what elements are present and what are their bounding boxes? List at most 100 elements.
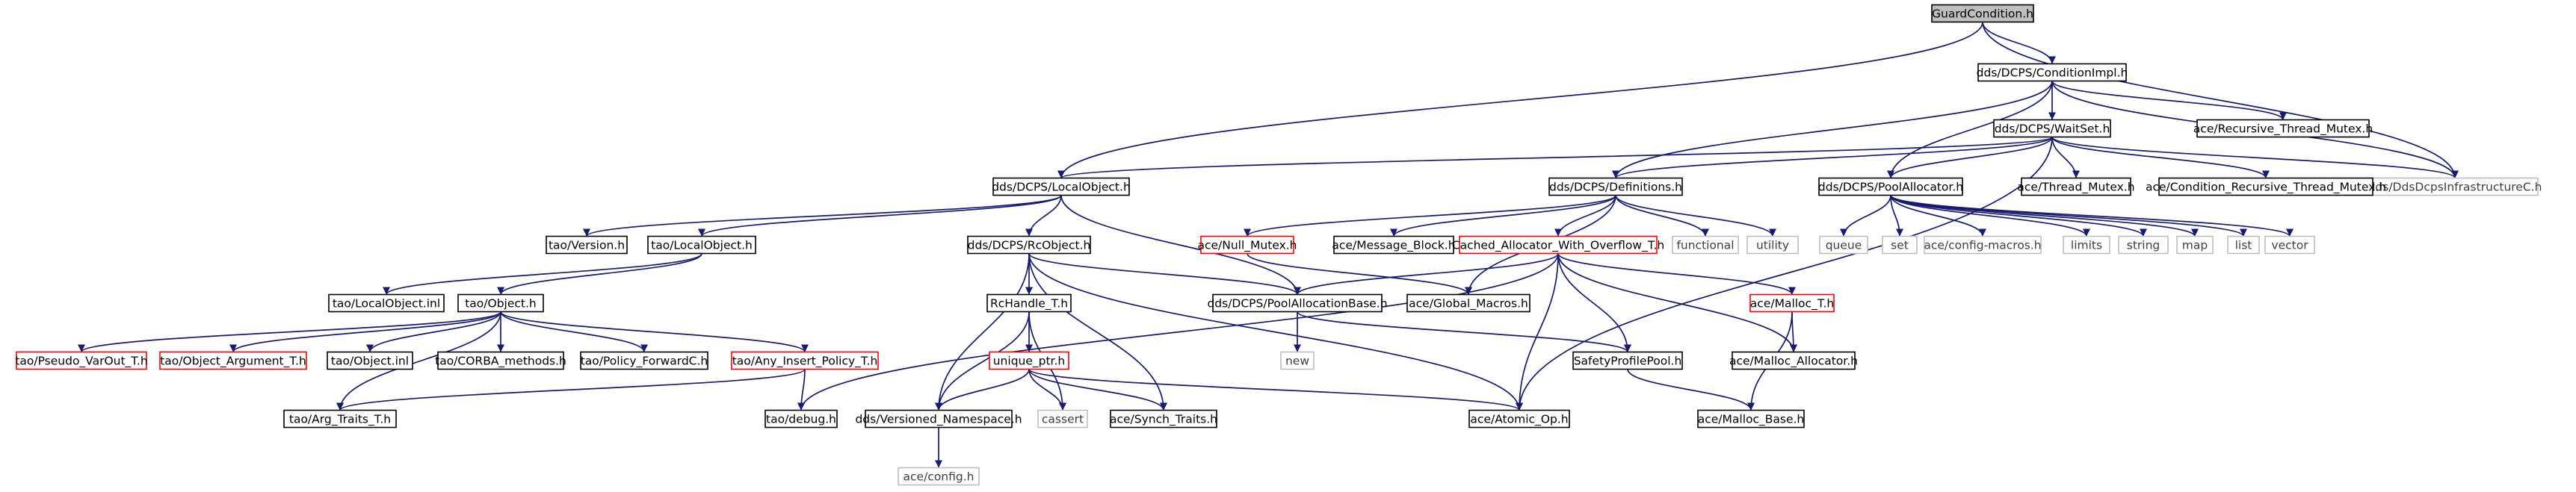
node-box-policyfwd — [580, 351, 708, 370]
node-taoversion[interactable]: tao/Version.h — [546, 235, 628, 255]
node-cachedalloc[interactable]: Cached_Allocator_With_Overflow_T.h — [1452, 235, 1664, 255]
node-limits[interactable]: limits — [2063, 235, 2110, 255]
node-map[interactable]: map — [2176, 235, 2214, 255]
node-box-definitions — [1548, 177, 1683, 196]
node-box-aceconfig — [898, 467, 980, 486]
node-rcobject[interactable]: dds/DCPS/RcObject.h — [967, 235, 1091, 255]
edge-taoobject-to-argtraits — [336, 311, 501, 411]
edge-taoobject-to-anyinsert — [500, 311, 809, 353]
edge-definitions-to-cachedalloc — [1554, 195, 1616, 237]
node-box-queue — [1819, 235, 1868, 255]
node-pseudovarout[interactable]: tao/Pseudo_VarOut_T.h — [15, 351, 148, 370]
node-label-condrecmutex: ace/Condition_Recursive_Thread_Mutex.h — [2146, 181, 2386, 195]
node-set[interactable]: set — [1882, 235, 1918, 255]
node-uniqueptr[interactable]: unique_ptr.h — [989, 351, 1069, 370]
edge-taoobject-to-pseudovarout — [78, 311, 501, 353]
node-objectinl[interactable]: tao/Object.inl — [327, 351, 413, 370]
node-localobject[interactable]: dds/DCPS/LocalObject.h — [992, 177, 1131, 196]
node-box-vector — [2264, 235, 2315, 255]
node-condrecmutex[interactable]: ace/Condition_Recursive_Thread_Mutex.h — [2146, 177, 2386, 196]
node-globalmacros[interactable]: ace/Global_Macros.h — [1406, 293, 1531, 313]
node-label-cachedalloc: Cached_Allocator_With_Overflow_T.h — [1452, 239, 1664, 253]
edge-poolallocbase-to-safetypool — [1297, 311, 1631, 353]
node-nullmutex[interactable]: ace/Null_Mutex.h — [1197, 235, 1297, 255]
node-rchandle[interactable]: RcHandle_T.h — [986, 293, 1072, 313]
node-string[interactable]: string — [2118, 235, 2169, 255]
node-box-taoobject — [457, 293, 544, 313]
node-policyfwd[interactable]: tao/Policy_ForwardC.h — [580, 351, 708, 370]
node-label-queue: queue — [1826, 239, 1862, 252]
node-ddsinfra[interactable]: dds/DdsDcpsInfrastructureC.h — [2368, 177, 2542, 196]
edge-condimpl-to-poolalloc — [1887, 81, 2053, 178]
edge-taolocalobj-to-taolocalobjinl — [383, 252, 702, 296]
node-label-guard: GuardCondition.h — [1932, 7, 2033, 21]
edge-localobject-to-poolallocbase — [1060, 195, 1301, 295]
node-versionedns[interactable]: dds/Versioned_Namespace.h — [855, 409, 1022, 429]
node-label-map: map — [2182, 239, 2208, 252]
node-label-new: new — [1285, 355, 1309, 368]
node-label-rchandle: RcHandle_T.h — [990, 297, 1068, 311]
edge-guard-to-ddsinfra — [1982, 22, 2459, 178]
node-utility[interactable]: utility — [1746, 235, 1799, 255]
node-waitset[interactable]: dds/DCPS/WaitSet.h — [1993, 119, 2111, 138]
edge-anyinsert-to-argtraits — [336, 368, 806, 411]
node-taolocalobjinl[interactable]: tao/LocalObject.inl — [328, 293, 445, 313]
node-box-taolocalobjinl — [328, 293, 445, 313]
edge-cachedalloc-to-poolallocbase — [1294, 253, 1559, 295]
node-box-cassert — [1037, 409, 1088, 429]
node-new[interactable]: new — [1280, 351, 1315, 370]
node-guard[interactable]: GuardCondition.h — [1931, 4, 2034, 23]
node-label-versionedns: dds/Versioned_Namespace.h — [855, 413, 1022, 427]
node-msgblock[interactable]: ace/Message_Block.h — [1332, 235, 1456, 255]
node-configmacros[interactable]: ace/config-macros.h — [1924, 235, 2042, 255]
node-box-pseudovarout — [16, 351, 147, 370]
node-taolocalobj[interactable]: tao/LocalObject.h — [647, 235, 756, 255]
node-box-mallocT — [1749, 293, 1835, 313]
node-vector[interactable]: vector — [2264, 235, 2315, 255]
node-mallocalloc[interactable]: ace/Malloc_Allocator.h — [1729, 351, 1858, 370]
node-box-objargument — [159, 351, 307, 370]
node-aceconfig[interactable]: ace/config.h — [898, 467, 980, 486]
node-label-nullmutex: ace/Null_Mutex.h — [1197, 239, 1297, 253]
node-label-corbamethods: tao/CORBA_methods.h — [435, 355, 566, 369]
node-queue[interactable]: queue — [1819, 235, 1868, 255]
node-box-rchandle — [986, 293, 1072, 313]
node-label-limits: limits — [2071, 239, 2102, 252]
node-cassert[interactable]: cassert — [1037, 409, 1088, 429]
node-label-anyinsert: tao/Any_Insert_Policy_T.h — [732, 355, 878, 369]
node-box-functional — [1672, 235, 1739, 255]
node-label-poolallocbase: dds/DCPS/PoolAllocationBase.h — [1207, 297, 1387, 311]
node-anyinsert[interactable]: tao/Any_Insert_Policy_T.h — [731, 351, 879, 370]
edge-poolalloc-to-vector — [1890, 194, 2294, 237]
node-corbamethods[interactable]: tao/CORBA_methods.h — [435, 351, 566, 370]
node-label-objargument: tao/Object_Argument_T.h — [160, 355, 306, 369]
edge-guard-to-localobject — [1057, 22, 1983, 178]
edge-definitions-to-nullmutex — [1244, 194, 1616, 237]
node-poolalloc[interactable]: dds/DCPS/PoolAllocator.h — [1818, 177, 1963, 196]
edge-cachedalloc-to-mallocT — [1557, 253, 1796, 295]
node-synchtraits[interactable]: ace/Synch_Traits.h — [1110, 409, 1217, 429]
node-taodebug[interactable]: tao/debug.h — [765, 409, 838, 429]
node-box-poolallocbase — [1212, 293, 1383, 313]
edge-rcobject-to-atomicop — [1028, 253, 1523, 411]
node-box-safetypool — [1572, 351, 1683, 370]
node-condimpl[interactable]: dds/DCPS/ConditionImpl.h — [1977, 63, 2128, 82]
node-safetypool[interactable]: SafetyProfilePool.h — [1572, 351, 1683, 370]
node-argtraits[interactable]: tao/Arg_Traits_T.h — [283, 409, 397, 429]
node-mallocT[interactable]: ace/Malloc_T.h — [1749, 293, 1835, 313]
edge-cachedalloc-to-mallocalloc — [1557, 253, 1797, 352]
node-mallocbase[interactable]: ace/Malloc_Base.h — [1697, 409, 1805, 429]
node-label-mallocT: ace/Malloc_T.h — [1750, 297, 1834, 311]
node-objargument[interactable]: tao/Object_Argument_T.h — [159, 351, 307, 370]
node-atomicop[interactable]: ace/Atomic_Op.h — [1468, 409, 1570, 429]
node-box-threadmutex — [2021, 177, 2131, 196]
node-recthreadmutex[interactable]: ace/Recursive_Thread_Mutex.h — [2193, 119, 2373, 138]
node-poolallocbase[interactable]: dds/DCPS/PoolAllocationBase.h — [1207, 293, 1388, 313]
node-threadmutex[interactable]: ace/Thread_Mutex.h — [2017, 177, 2135, 196]
node-taoobject[interactable]: tao/Object.h — [457, 293, 544, 313]
node-functional[interactable]: functional — [1672, 235, 1739, 255]
edge-poolalloc-to-configmacros — [1890, 195, 1986, 237]
node-box-recthreadmutex — [2196, 119, 2370, 138]
node-list[interactable]: list — [2227, 235, 2260, 255]
node-definitions[interactable]: dds/DCPS/Definitions.h — [1548, 177, 1683, 196]
